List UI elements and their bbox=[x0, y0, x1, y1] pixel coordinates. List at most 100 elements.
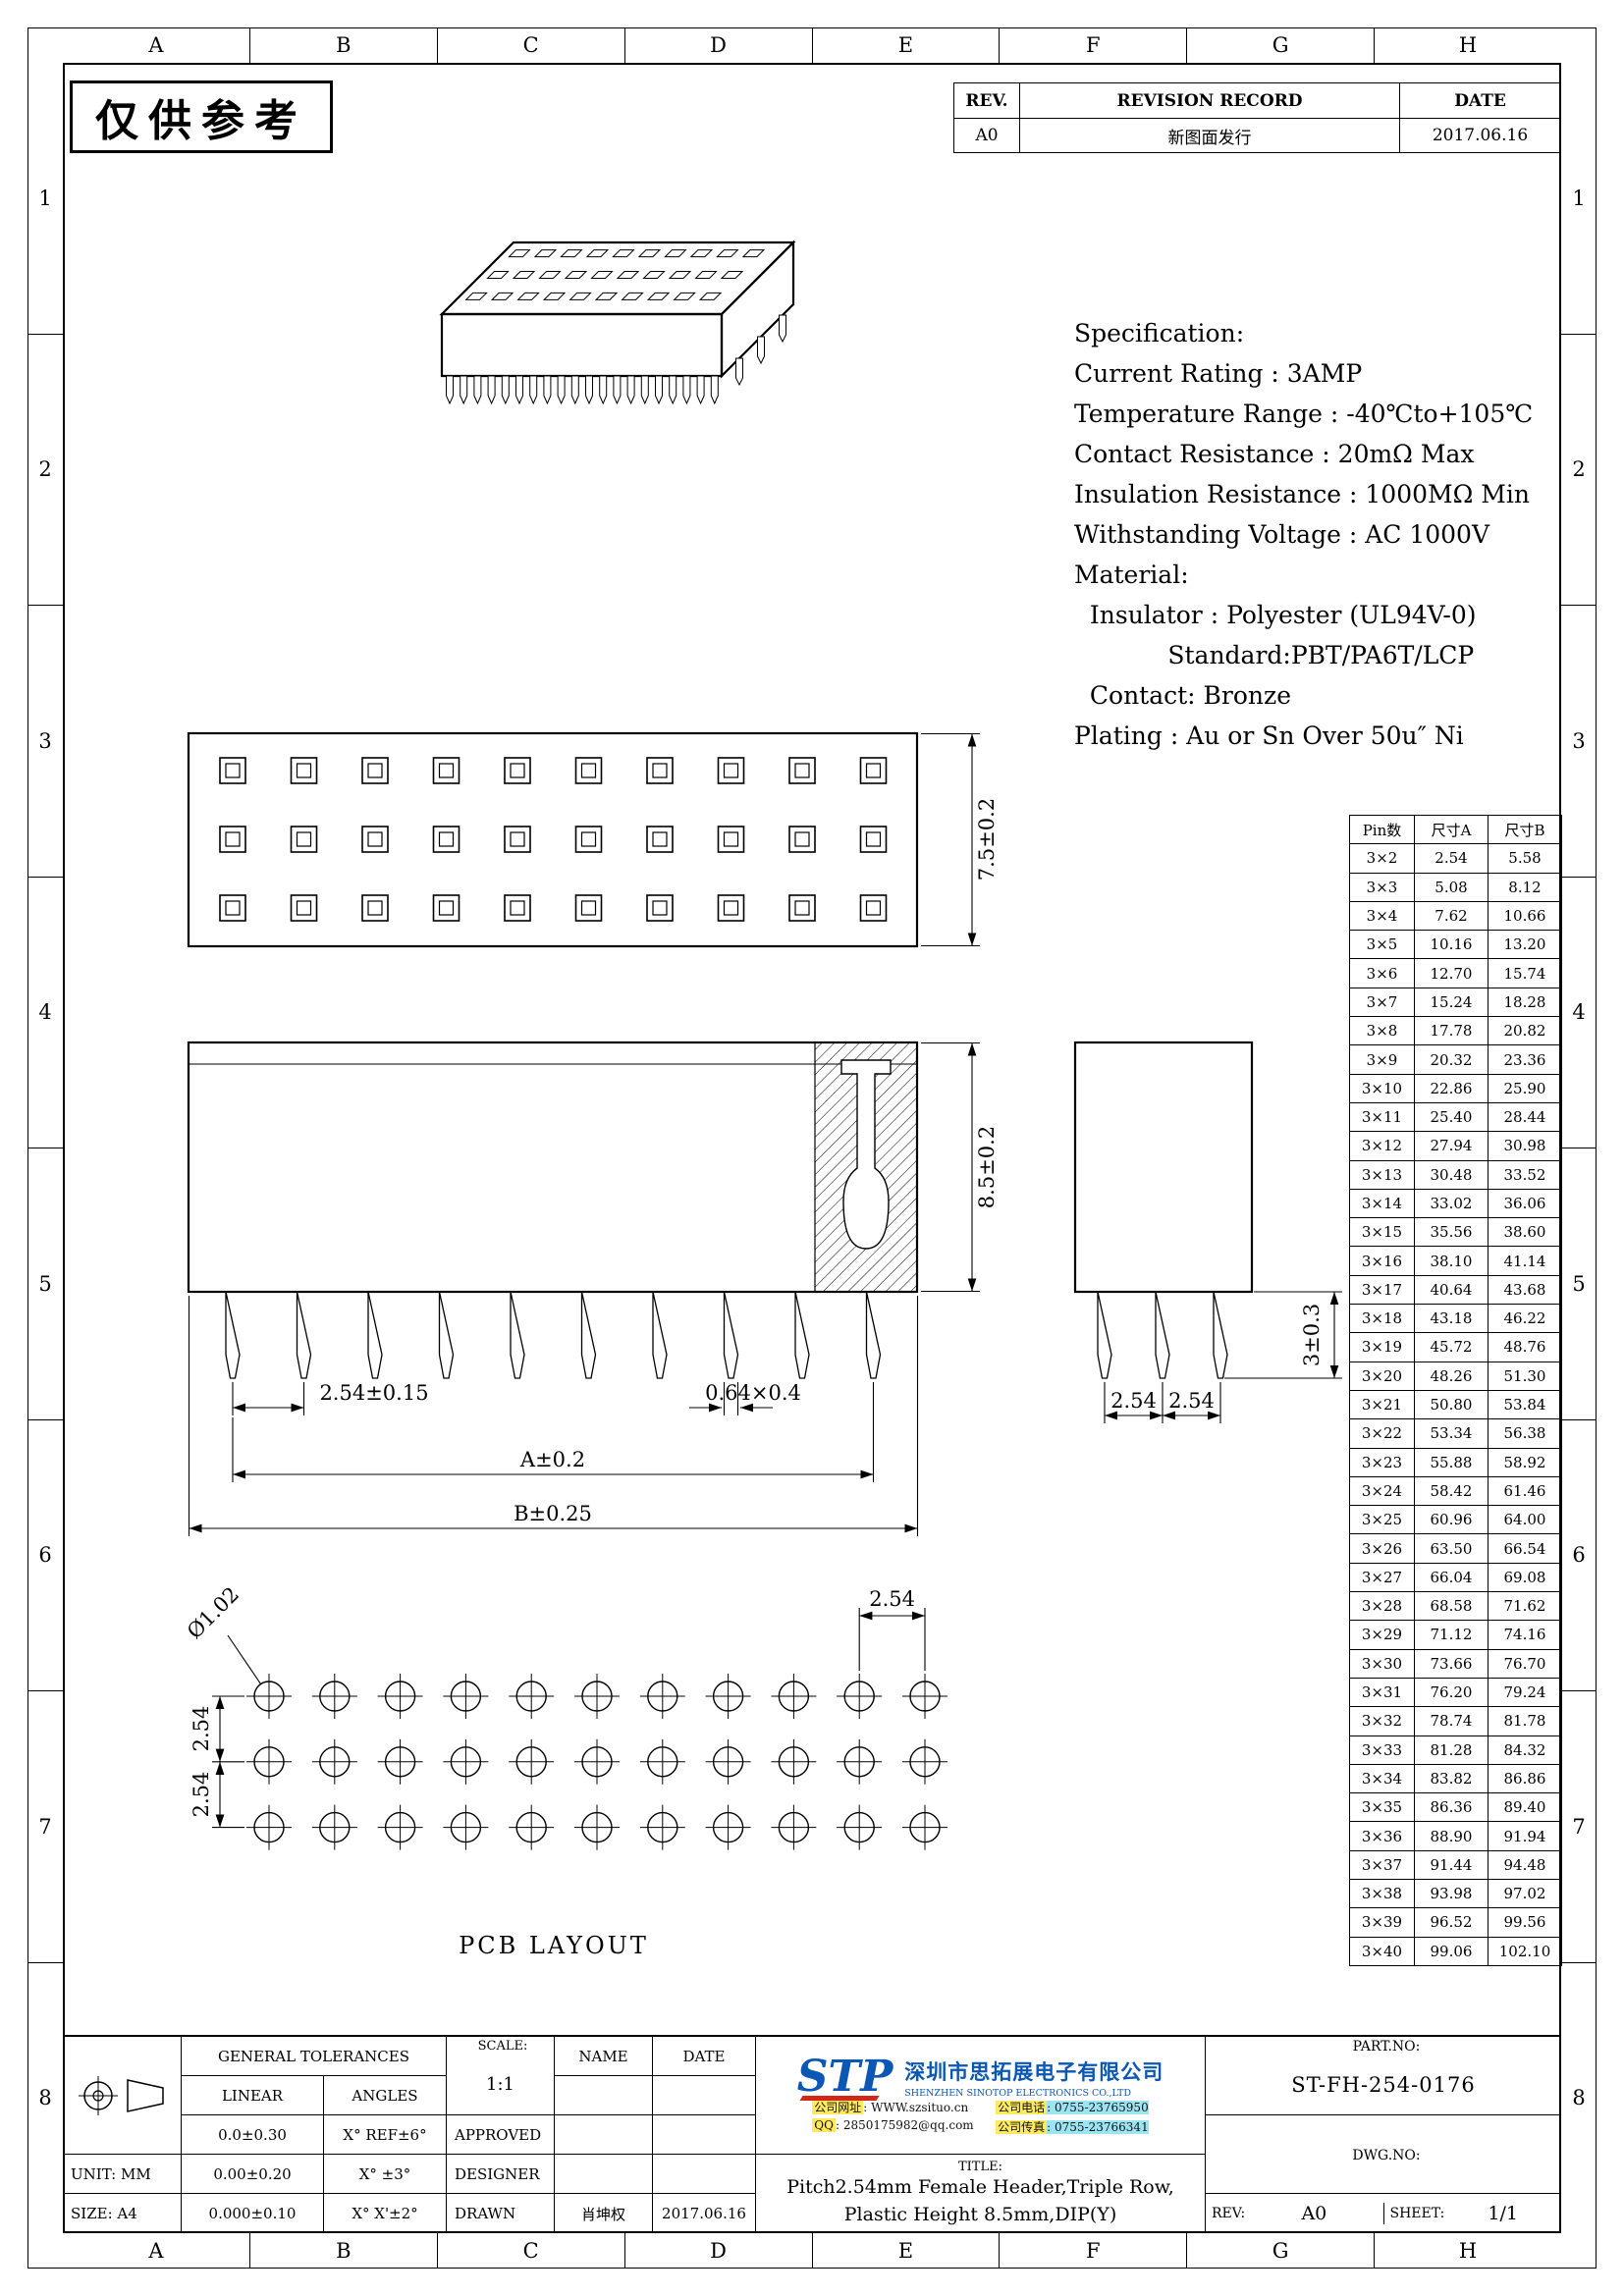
dim-b-cell: 66.54 bbox=[1488, 1533, 1562, 1564]
scale-value: 1:1 bbox=[486, 2073, 514, 2095]
pin-table-row: 3×23 55.88 58.92 bbox=[1349, 1447, 1562, 1477]
rev-value: A0 bbox=[1301, 2203, 1327, 2224]
name-header: NAME bbox=[555, 2037, 653, 2076]
iso-pin-slot bbox=[512, 271, 536, 279]
contact-phone: 公司电话0755-23765950 bbox=[996, 2099, 1149, 2115]
spec-line: Specification: bbox=[1074, 319, 1245, 347]
iso-holes bbox=[464, 249, 766, 300]
spec-line: Contact: Bronze bbox=[1074, 681, 1291, 710]
iso-pin-slot bbox=[516, 292, 540, 300]
iso-pin-slot bbox=[612, 249, 635, 258]
dwg-no-label: DWG.NO: bbox=[1352, 2147, 1421, 2163]
pin-count-cell: 3×8 bbox=[1349, 1016, 1415, 1046]
dim-a-cell: 73.66 bbox=[1414, 1648, 1489, 1679]
pin-count-cell: 3×26 bbox=[1349, 1533, 1415, 1564]
pin-slot-inner bbox=[865, 831, 882, 847]
pin bbox=[296, 1291, 312, 1379]
iso-pin-slot bbox=[542, 292, 567, 300]
pin-slot-outer bbox=[788, 894, 816, 922]
pin-slot-inner bbox=[865, 763, 882, 778]
grid-ref-number: 8 bbox=[1572, 2086, 1586, 2110]
dim-a-cell: 5.08 bbox=[1414, 872, 1489, 902]
drawing-title-cell: TITLE: Pitch2.54mm Female Header,Triple … bbox=[756, 2155, 1206, 2233]
date-header: DATE bbox=[653, 2037, 756, 2076]
pin-table-header-dim-b: 尺寸B bbox=[1488, 814, 1562, 845]
iso-pin bbox=[669, 375, 677, 405]
pin-count-cell: 3×10 bbox=[1349, 1073, 1415, 1103]
pin-table-row: 3×29 71.12 74.16 bbox=[1349, 1620, 1562, 1650]
pin-slot-inner bbox=[367, 831, 383, 847]
pin-count-cell: 3×5 bbox=[1349, 930, 1415, 960]
pin-table-row: 3×8 17.78 20.82 bbox=[1349, 1016, 1562, 1046]
grid-ref-letter: D bbox=[625, 27, 813, 63]
pin-count-cell: 3×16 bbox=[1349, 1246, 1415, 1276]
pin-slot-outer bbox=[290, 826, 318, 853]
dim-a-cell: 53.34 bbox=[1414, 1418, 1489, 1449]
iso-pin-slot bbox=[533, 249, 558, 258]
iso-pin-slot bbox=[621, 292, 644, 300]
pin-count-cell: 3×34 bbox=[1349, 1763, 1415, 1794]
pin-slot-inner bbox=[652, 763, 668, 778]
iso-pin bbox=[599, 375, 608, 405]
dim-b-cell: 76.70 bbox=[1488, 1648, 1562, 1679]
scale-cell: SCALE: 1:1 bbox=[447, 2037, 555, 2115]
dim-b-cell: 86.86 bbox=[1488, 1763, 1562, 1794]
pin bbox=[794, 1291, 810, 1379]
side-pins bbox=[1097, 1291, 1228, 1379]
dim-a-cell: 17.78 bbox=[1414, 1016, 1489, 1046]
grid-ref-number: 8 bbox=[38, 2086, 52, 2110]
dim-b-cell: 58.92 bbox=[1488, 1447, 1562, 1477]
rev-sheet-cell: REV: A0 SHEET: 1/1 bbox=[1206, 2194, 1561, 2233]
dim-a-cell: 96.52 bbox=[1414, 1907, 1489, 1938]
pin-slot-outer bbox=[432, 757, 460, 784]
drawn-name: 肖坤权 bbox=[555, 2194, 653, 2233]
pin-count-cell: 3×7 bbox=[1349, 987, 1415, 1018]
approved-name bbox=[555, 2115, 653, 2155]
dim-b-cell: 28.44 bbox=[1488, 1101, 1562, 1133]
pin-slot-inner bbox=[794, 900, 810, 916]
pin-slot-inner bbox=[296, 831, 312, 847]
dim-a-cell: 76.20 bbox=[1414, 1677, 1489, 1708]
pin bbox=[1213, 1291, 1228, 1379]
dim-lead-length: 3±0.3 bbox=[1300, 1304, 1324, 1366]
contact-qq: QQ2850175982@qq.com bbox=[812, 2117, 988, 2135]
pin-slot-outer bbox=[361, 894, 389, 922]
grid-ref-letter: G bbox=[1187, 27, 1376, 63]
dim-b-cell: 43.68 bbox=[1488, 1274, 1562, 1306]
pin-slot-inner bbox=[367, 763, 383, 778]
grid-ref-letter: E bbox=[813, 27, 1001, 63]
part-no-label: PART.NO: bbox=[1352, 2039, 1421, 2055]
tolerance-linear-1: 0.0±0.30 bbox=[182, 2115, 324, 2155]
dim-a-cell: 93.98 bbox=[1414, 1878, 1489, 1909]
iso-pin bbox=[473, 375, 482, 405]
pin-size-table: Pin数 尺寸A 尺寸B 3×2 2.54 5.58 3×3 5.08 8.12 bbox=[1349, 814, 1562, 1966]
grid-ref-number: 2 bbox=[27, 335, 63, 606]
pin-table-row: 3×12 27.94 30.98 bbox=[1349, 1131, 1562, 1161]
pin-table-row: 3×15 35.56 38.60 bbox=[1349, 1217, 1562, 1248]
side-dim-lines bbox=[1104, 1291, 1342, 1423]
iso-pin-slot bbox=[673, 292, 696, 300]
dim-pin-size: 0.64×0.4 bbox=[705, 1381, 801, 1405]
pin-slot-outer bbox=[574, 894, 603, 922]
pin-count-cell: 3×32 bbox=[1349, 1706, 1415, 1736]
pin bbox=[723, 1291, 739, 1379]
pin bbox=[510, 1291, 525, 1379]
pin-table-row: 3×2 2.54 5.58 bbox=[1349, 843, 1562, 874]
dim-a-cell: 40.64 bbox=[1414, 1274, 1489, 1306]
revision-header-record: REVISION RECORD bbox=[1020, 83, 1400, 118]
approved-label: APPROVED bbox=[447, 2115, 555, 2155]
iso-pin-slot bbox=[564, 271, 588, 279]
pin-slot-inner bbox=[510, 900, 525, 916]
iso-pin bbox=[570, 375, 579, 405]
pcb-holes bbox=[246, 1674, 947, 1850]
top-view-holes bbox=[219, 757, 888, 922]
dim-hole-diameter: Ø1.02 bbox=[183, 1582, 244, 1643]
tolerance-linear-3: 0.000±0.10 bbox=[182, 2194, 324, 2233]
approved-date bbox=[653, 2115, 756, 2155]
iso-pin-slot bbox=[490, 292, 514, 300]
title-line-1: Pitch2.54mm Female Header,Triple Row, bbox=[786, 2175, 1174, 2198]
dim-a-cell: 50.80 bbox=[1414, 1389, 1489, 1420]
spec-line: Current Rating : 3AMP bbox=[1074, 359, 1363, 388]
pin-count-cell: 3×35 bbox=[1349, 1792, 1415, 1823]
isometric-view bbox=[439, 240, 796, 405]
